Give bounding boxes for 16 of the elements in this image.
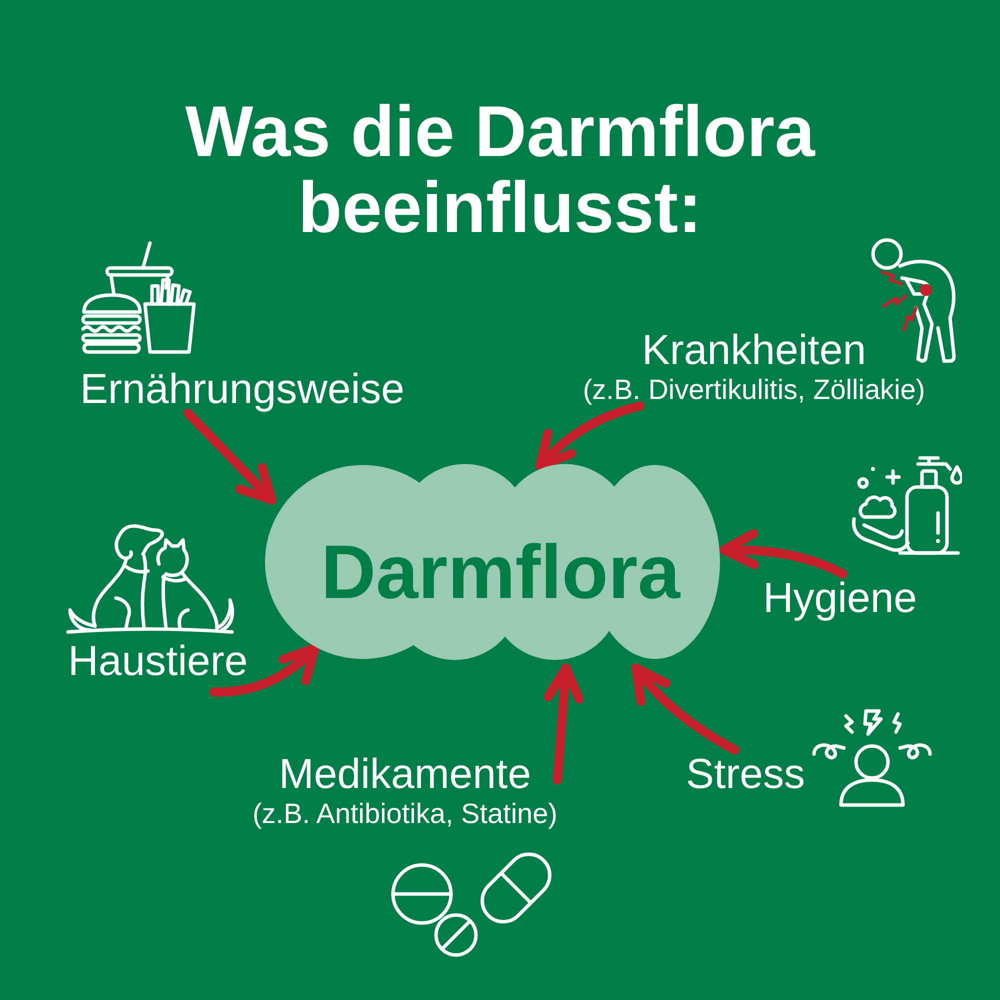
arrow [210,644,320,696]
arrow [544,664,584,784]
center-label: Darmflora [321,531,680,615]
factor-label: Krankheiten [642,326,866,374]
arrow [632,664,740,754]
arrow [536,402,644,470]
factor-label: Haustiere [68,637,248,685]
factor-label: Medikamente [278,750,532,798]
example-note: (z.B. Antibiotika, Statine) [252,798,558,830]
title-heading: Was die Darmflora beeinflusst: [184,94,816,246]
factor-label: Ernährungsweise [80,365,405,413]
arrow [184,408,276,504]
factor-label: Stress [686,750,806,798]
example-note: (z.B. Divertikulitis, Zölliakie) [582,374,926,406]
arrow [720,530,848,578]
factor-label: Hygiene [762,574,918,622]
